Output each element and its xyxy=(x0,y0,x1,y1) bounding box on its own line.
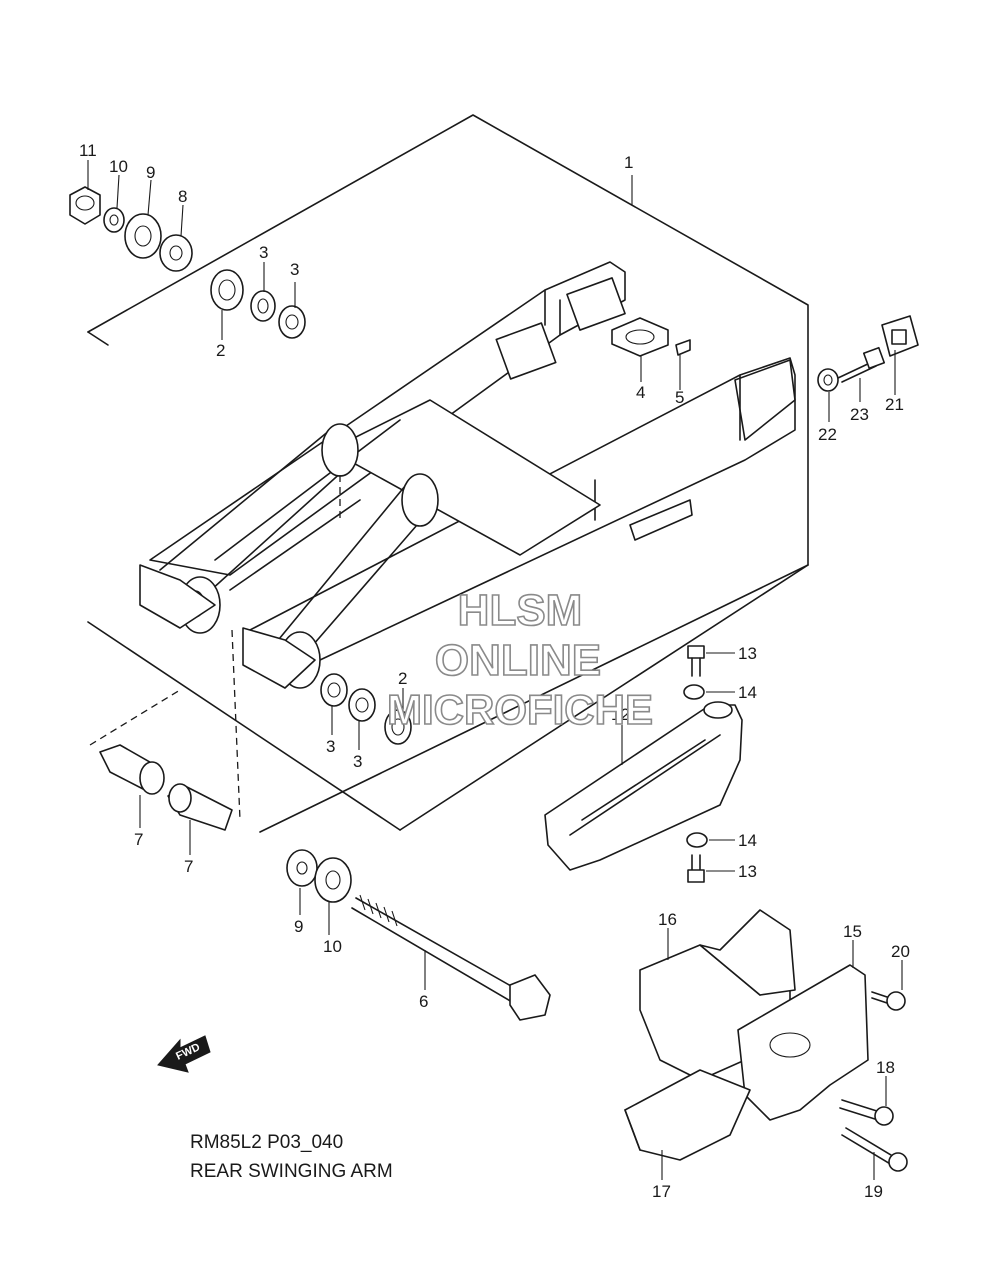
part-5-screw xyxy=(675,339,691,356)
watermark-line-1: HLSM xyxy=(458,586,583,635)
swing-arm xyxy=(89,261,796,821)
part-3-bearing-upper-b xyxy=(278,305,306,339)
callout-18: 18 xyxy=(876,1058,895,1077)
part-3-bearing-lower-a xyxy=(320,673,348,707)
callout-12: 12 xyxy=(611,705,630,724)
part-8-washer xyxy=(159,234,193,272)
diagram-title: REAR SWINGING ARM xyxy=(190,1161,393,1182)
part-22-nut xyxy=(817,368,839,392)
callout-3: 3 xyxy=(353,752,362,771)
callout-13: 13 xyxy=(738,644,757,663)
callout-7: 7 xyxy=(134,830,143,849)
part-19-bolt xyxy=(841,1127,908,1172)
part-12-chain-slider xyxy=(544,701,743,871)
callout-13: 13 xyxy=(738,862,757,881)
callout-10: 10 xyxy=(109,157,128,176)
part-10-washer xyxy=(103,207,125,233)
part-23-bolt xyxy=(837,346,886,383)
callout-2: 2 xyxy=(398,669,407,688)
diagram-caption: RM85L2 P03_040 REAR SWINGING ARM xyxy=(190,1132,393,1182)
callout-20: 20 xyxy=(891,942,910,961)
callout-11: 11 xyxy=(79,141,97,160)
part-6-pivot-bolt xyxy=(351,894,551,1021)
callout-5: 5 xyxy=(675,388,684,407)
callout-3: 3 xyxy=(259,243,268,262)
callout-9: 10 xyxy=(323,937,342,956)
part-2-spacer-upper xyxy=(210,269,244,311)
leader-lines xyxy=(87,160,903,1180)
callout-6: 6 xyxy=(419,992,428,1011)
part-9-collar-lower xyxy=(314,857,352,903)
callout-17: 17 xyxy=(652,1182,671,1201)
part-13-bolt-upper xyxy=(687,645,705,677)
part-7-sleeve-b xyxy=(167,783,233,831)
callout-4: 4 xyxy=(636,383,645,402)
callout-9: 9 xyxy=(146,163,155,182)
part-17-guide-lower xyxy=(624,1069,751,1161)
callout-3: 3 xyxy=(326,737,335,756)
callout-2: 2 xyxy=(216,341,225,360)
callout-15: 15 xyxy=(843,922,862,941)
part-3-bearing-upper-a xyxy=(250,290,276,322)
part-21-adjuster-block xyxy=(881,315,919,357)
part-18-bolt xyxy=(839,1099,894,1126)
callout-7: 7 xyxy=(184,857,193,876)
watermark: HLSM ONLINE MICROFICHE xyxy=(386,585,654,734)
fwd-arrow-icon: FWD xyxy=(157,1035,211,1073)
part-15-guide-plate xyxy=(737,964,869,1121)
callout-3: 3 xyxy=(290,260,299,279)
watermark-line-2: ONLINE xyxy=(435,636,601,685)
part-3-bearing-lower-b xyxy=(348,688,376,722)
callout-16: 16 xyxy=(658,910,677,929)
callout-23: 23 xyxy=(850,405,869,424)
callout-22: 22 xyxy=(818,425,837,444)
callout-8: 8 xyxy=(178,187,187,206)
callout-21: 21 xyxy=(885,395,904,414)
assembly-frame xyxy=(87,114,809,833)
callout-14: 14 xyxy=(738,683,757,702)
part-14-collar-upper xyxy=(683,684,705,700)
callout-8: 9 xyxy=(294,917,303,936)
part-9-collar xyxy=(124,213,162,259)
part-11-nut xyxy=(69,186,101,225)
part-4-plate xyxy=(611,317,669,357)
part-8-washer-lower xyxy=(286,849,318,887)
part-13-bolt-lower xyxy=(687,854,705,883)
part-20-bolt xyxy=(871,991,906,1011)
part-2-spacer-lower xyxy=(384,709,412,745)
callout-1: 1 xyxy=(624,153,633,172)
callout-19: 19 xyxy=(864,1182,883,1201)
part-14-collar-lower xyxy=(686,832,708,848)
part-7-sleeve-a xyxy=(99,744,165,795)
diagram-code: RM85L2 P03_040 xyxy=(190,1132,343,1153)
watermark-line-3: MICROFICHE xyxy=(387,686,653,733)
callout-labels: 1 11 10 9 8 2 3 3 4 5 22 23 21 3 3 2 7 7… xyxy=(79,141,910,1201)
callout-14: 14 xyxy=(738,831,757,850)
